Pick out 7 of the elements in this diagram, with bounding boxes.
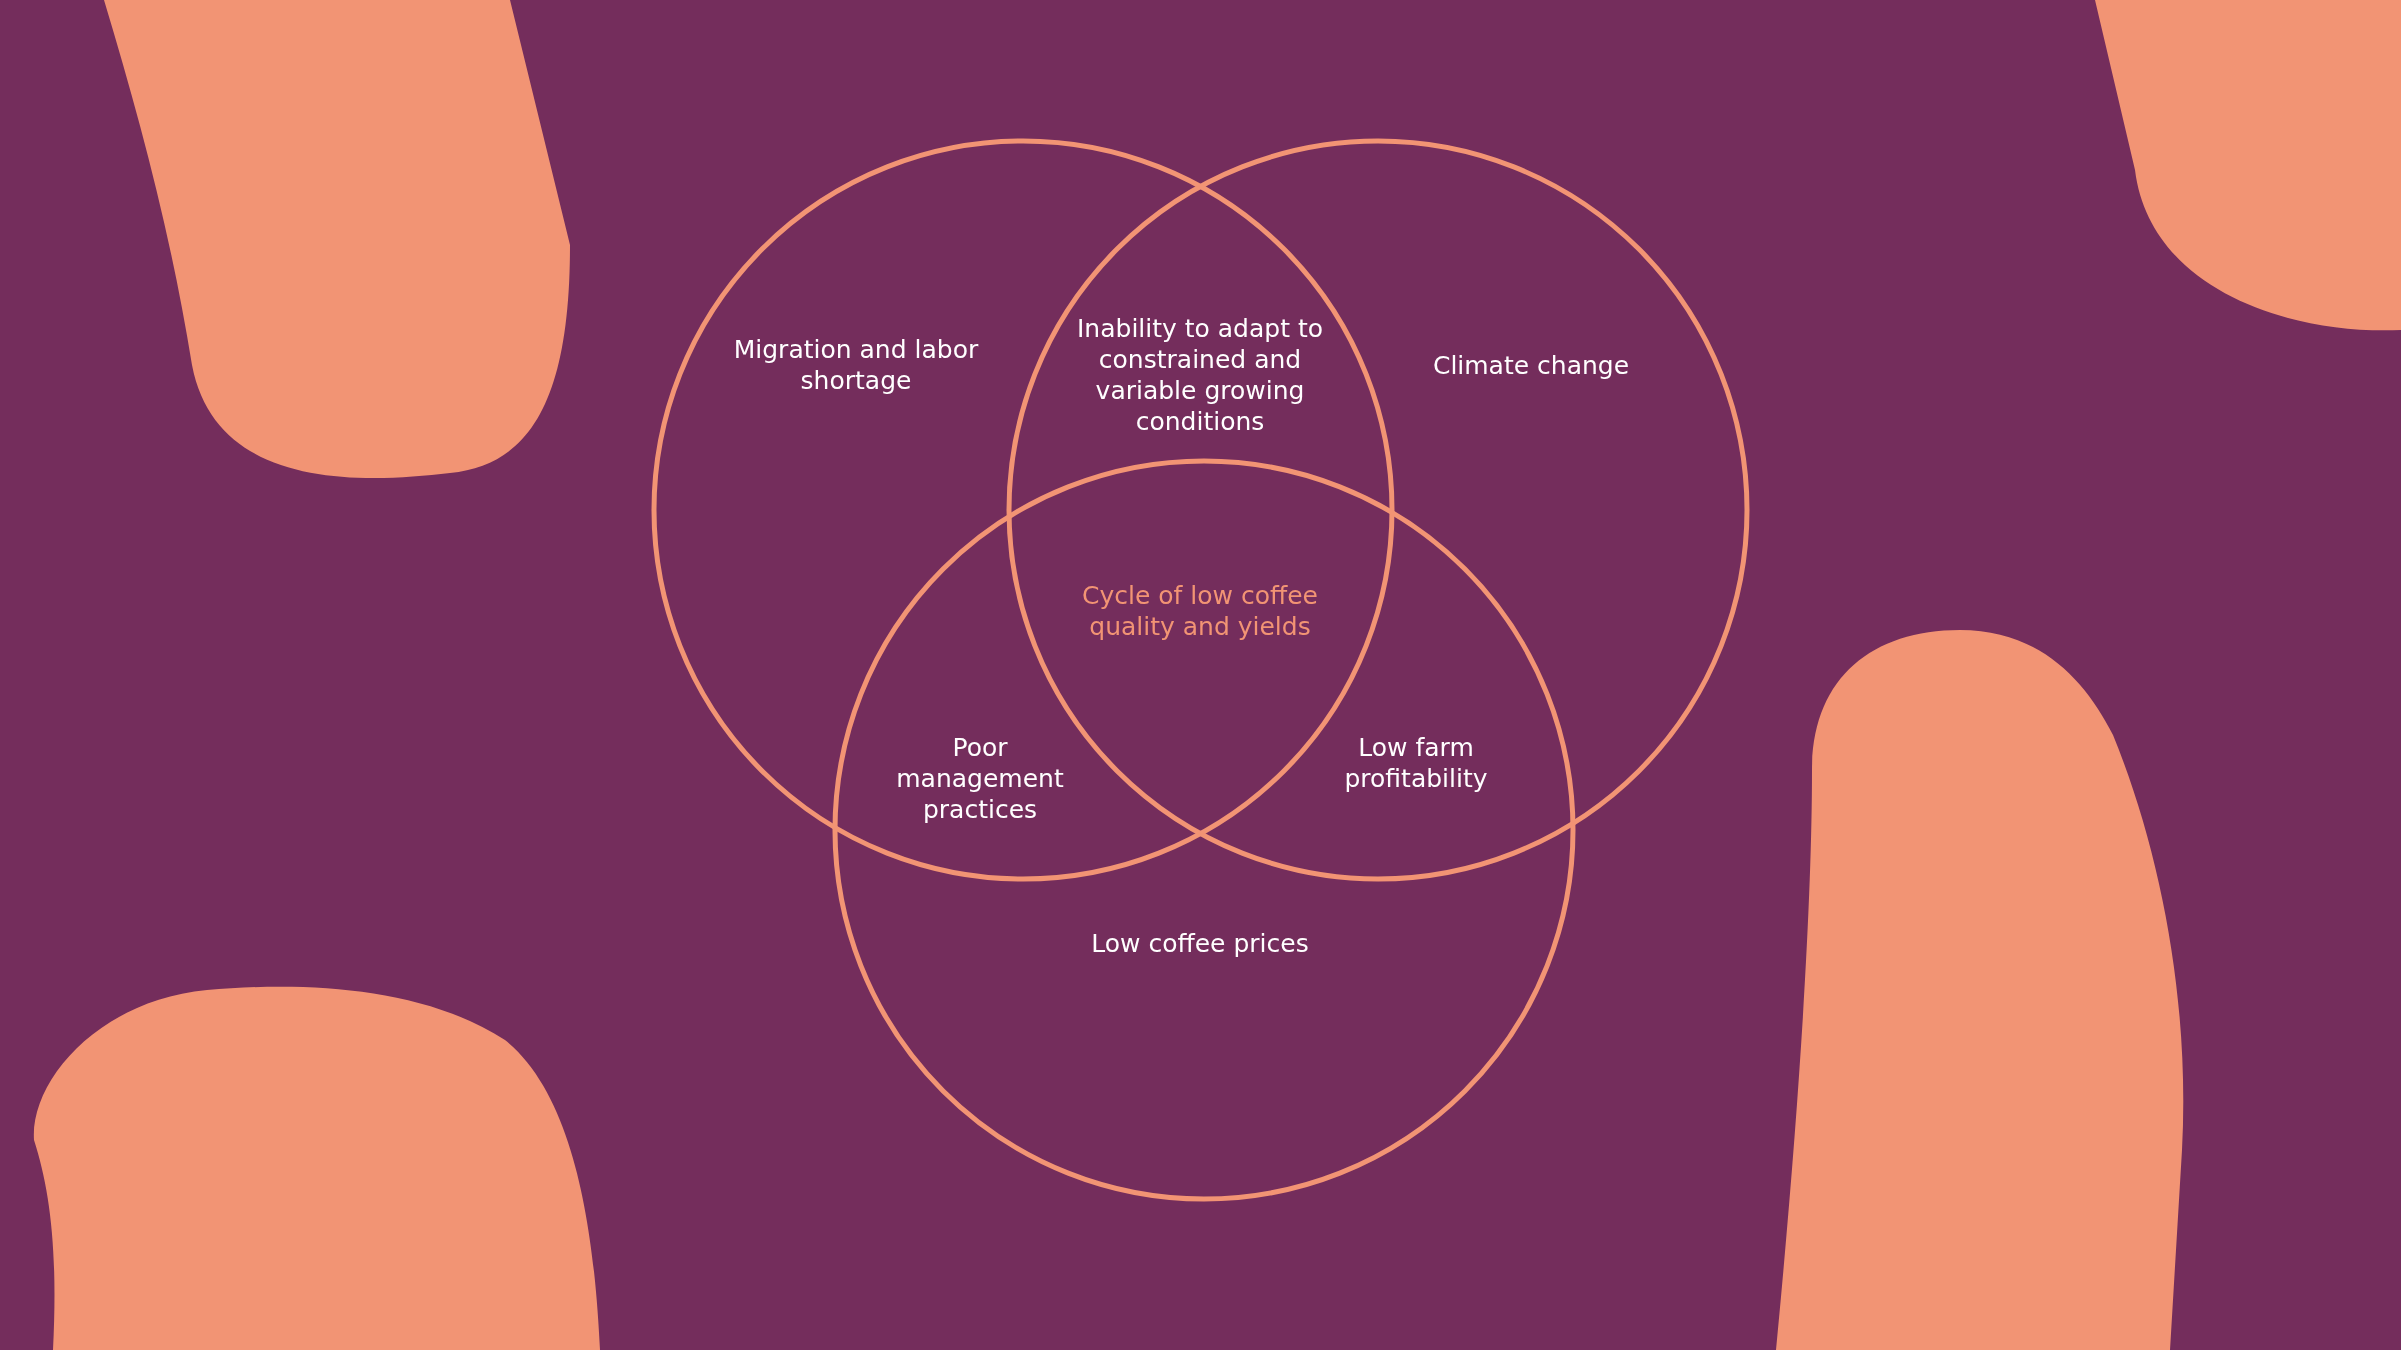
intersection-label: Poor management practices — [895, 731, 1065, 825]
circle-label: Low coffee prices — [1090, 927, 1310, 959]
circle-label: Climate change — [1431, 349, 1631, 381]
intersection-label: Cycle of low coffee quality and yields — [1081, 580, 1319, 642]
intersection-label: Inability to adapt to constrained and variable growing conditions — [1075, 313, 1325, 437]
circle-label: Migration and labor shortage — [732, 334, 980, 396]
intersection-label: Low farm profitability — [1343, 732, 1489, 794]
